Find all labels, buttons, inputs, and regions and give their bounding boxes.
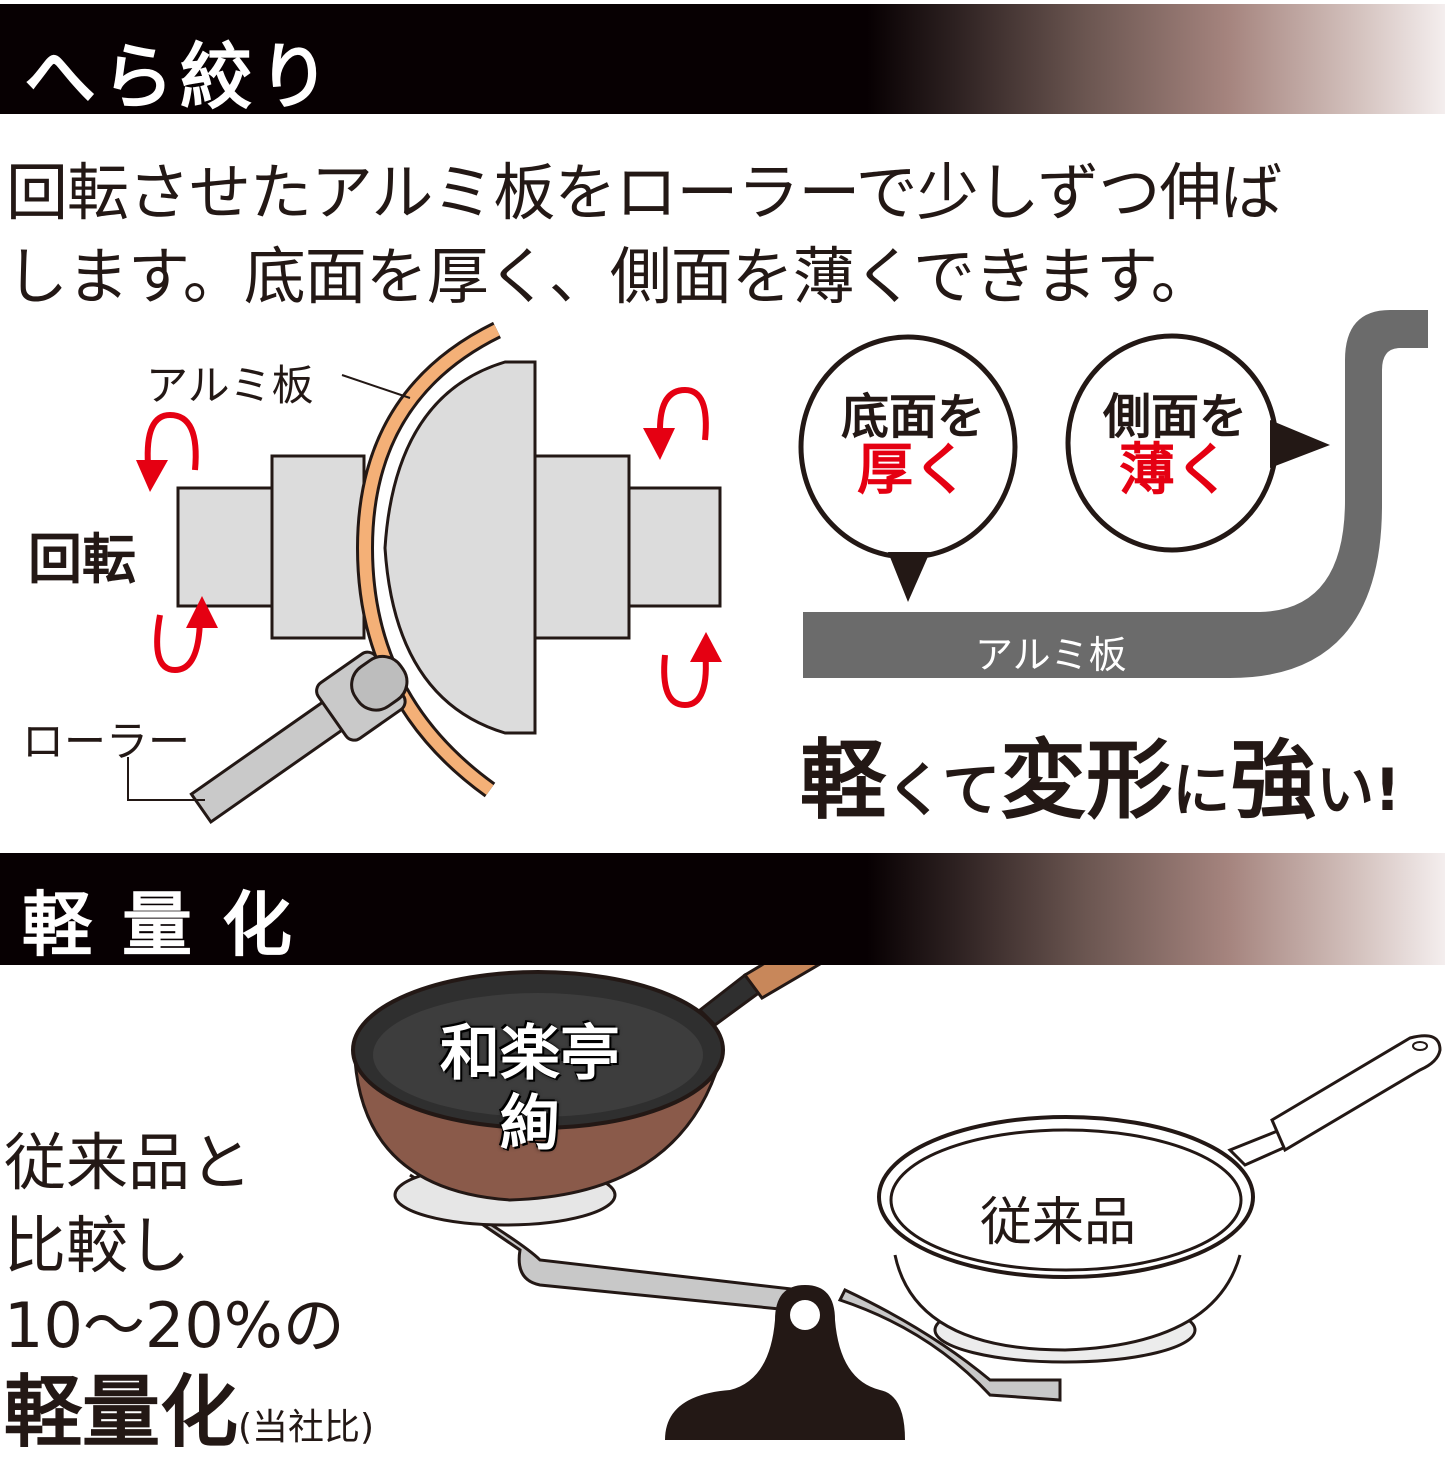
bubble-side-line1: 側面を [1102,389,1247,445]
cross-section-plate-label: アルミ板 [975,633,1127,677]
label-rotation: 回転 [28,528,136,591]
bubble-bottom-thick: 底面を 厚く [828,392,998,501]
lightweight-emphasis: 軽量化 [4,1368,239,1458]
slogan-part: に [1172,756,1231,824]
pan-new-label-line1: 和楽亭 [440,1019,620,1089]
pan-old-label: 従来品 [980,1193,1137,1253]
comparison-line-3: 10～20%の [4,1289,345,1362]
label-roller: ローラー [22,717,191,766]
company-comparison-note: (当社比) [238,1407,375,1448]
comparison-line-2: 比較し [4,1209,191,1282]
section-banner-lightweight: 軽量化 [0,853,1445,966]
comparison-line-4: 軽量化(当社比) [4,1350,374,1462]
slogan-part: くて [886,756,1001,824]
pan-new-label-line2: 絢 [500,1089,560,1159]
bubble-bottom-line1: 底面を [840,389,985,445]
comparison-line-1: 従来品と [4,1126,253,1199]
slogan-light-strong: 軽くて変形に強い! [800,710,1401,835]
section-banner-herashibori: へら絞り [0,4,1445,119]
section-title: 軽量化 [22,884,322,966]
bubble-side-line2: 薄く [1119,438,1231,504]
section-title: へら絞り [24,35,337,119]
slogan-part: 軽 [800,731,886,831]
bubble-bottom-line2: 厚く [857,438,969,504]
slogan-part: 変形 [1000,731,1173,831]
description-line-2: します。底面を厚く、側面を薄くできます。 [6,240,1213,313]
bubble-side-thin: 側面を 薄く [1090,392,1260,501]
slogan-part: 強 [1230,731,1317,831]
description-line-1: 回転させたアルミ板をローラーで少しずつ伸ば [6,156,1282,229]
slogan-part: い! [1316,756,1401,824]
label-aluminum-plate: アルミ板 [146,361,314,410]
